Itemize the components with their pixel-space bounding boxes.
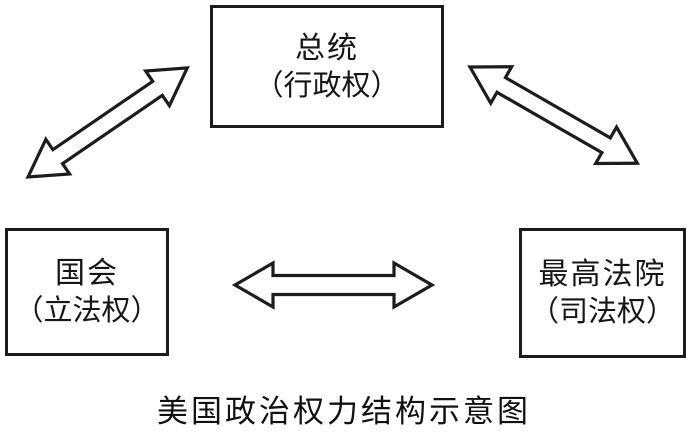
node-president: 总统 （行政权） [210,5,444,128]
node-congress: 国会 （立法权） [5,228,169,356]
node-supreme-court-title: 最高法院 [538,258,667,291]
double-arrow-president-supreme-court [467,65,641,166]
double-arrow-congress-president [25,66,190,179]
diagram-caption: 美国政治权力结构示意图 [157,394,531,429]
node-president-subtitle: （行政权） [254,69,400,102]
node-president-title: 总统 [295,31,359,65]
node-congress-title: 国会 [55,257,119,290]
double-arrow-congress-supreme-court [231,260,436,310]
node-supreme-court: 最高法院 （司法权） [519,228,686,358]
node-congress-subtitle: （立法权） [14,295,160,327]
node-supreme-court-subtitle: （司法权） [529,296,675,328]
